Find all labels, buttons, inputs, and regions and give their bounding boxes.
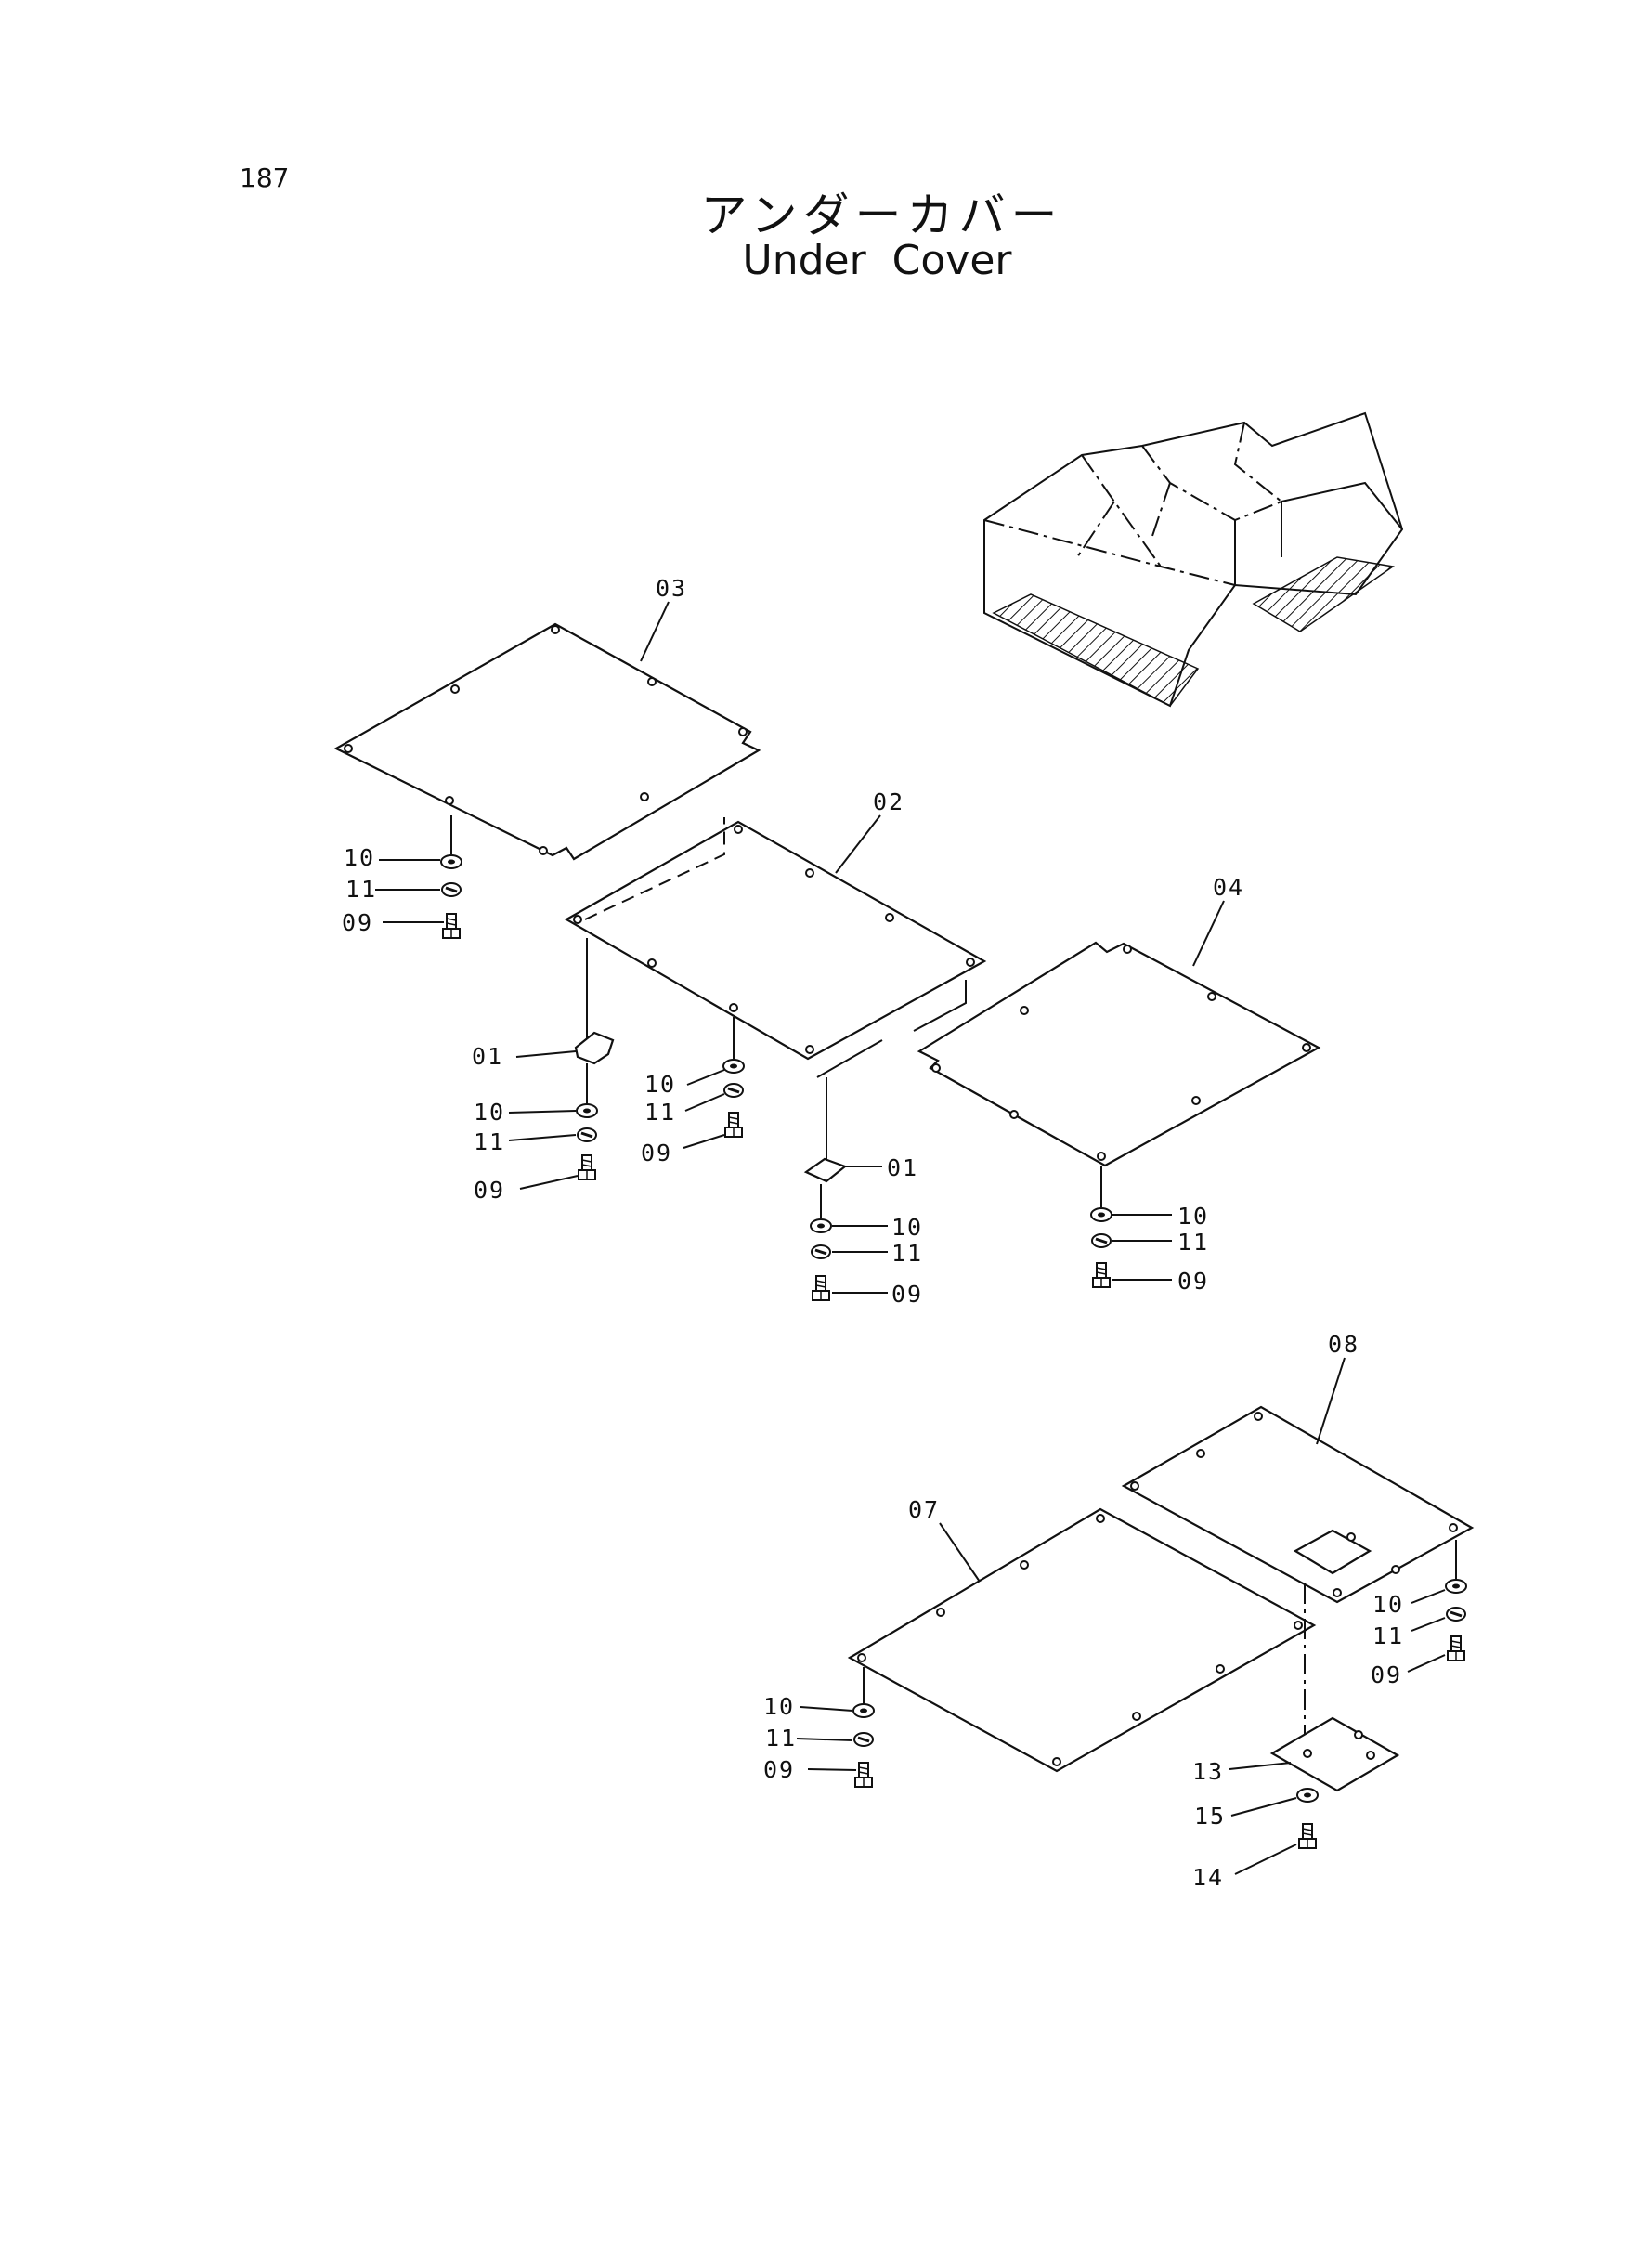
label-10: 10 (344, 844, 375, 871)
bracket-01 (574, 1031, 615, 1065)
label-09: 09 (891, 1281, 923, 1308)
bracket-01 (803, 1157, 848, 1183)
page-number: 187 (240, 163, 290, 193)
label-02: 02 (873, 788, 904, 815)
cover-plate-07 (847, 1507, 1317, 1773)
label-04: 04 (1213, 874, 1244, 901)
label-09: 09 (1177, 1268, 1209, 1295)
label-11: 11 (765, 1725, 797, 1752)
label-10: 10 (474, 1099, 505, 1126)
label-11: 11 (474, 1128, 505, 1155)
label-15: 15 (1194, 1803, 1226, 1830)
label-10: 10 (763, 1693, 795, 1720)
label-09: 09 (474, 1177, 505, 1204)
label-08: 08 (1328, 1331, 1359, 1358)
label-11: 11 (891, 1240, 923, 1267)
cover-plate-02 (564, 817, 987, 1179)
cover-plate-04 (917, 941, 1321, 1167)
machine-overview-illustration (983, 411, 1404, 708)
label-10: 10 (891, 1214, 923, 1241)
title-english: Under Cover (742, 237, 1012, 284)
label-11: 11 (1372, 1622, 1404, 1649)
label-13: 13 (1192, 1758, 1224, 1785)
label-09: 09 (641, 1140, 672, 1166)
cover-plate-03 (333, 622, 761, 861)
cover-plate-08 (1121, 1405, 1475, 1604)
label-11: 11 (1177, 1229, 1209, 1256)
label-01: 01 (472, 1043, 503, 1070)
label-10: 10 (1177, 1203, 1209, 1230)
label-07: 07 (908, 1496, 940, 1523)
title-japanese: アンダーカバー (700, 189, 1063, 242)
label-03: 03 (656, 575, 687, 602)
cover-plate-13 (1269, 1716, 1400, 1792)
label-11: 11 (644, 1099, 676, 1126)
label-01: 01 (887, 1154, 918, 1181)
label-11: 11 (345, 876, 377, 903)
label-09: 09 (342, 909, 373, 936)
label-14: 14 (1192, 1864, 1224, 1891)
label-10: 10 (1372, 1591, 1404, 1618)
label-09: 09 (1371, 1661, 1402, 1688)
label-10: 10 (644, 1071, 676, 1098)
label-09: 09 (763, 1756, 795, 1783)
